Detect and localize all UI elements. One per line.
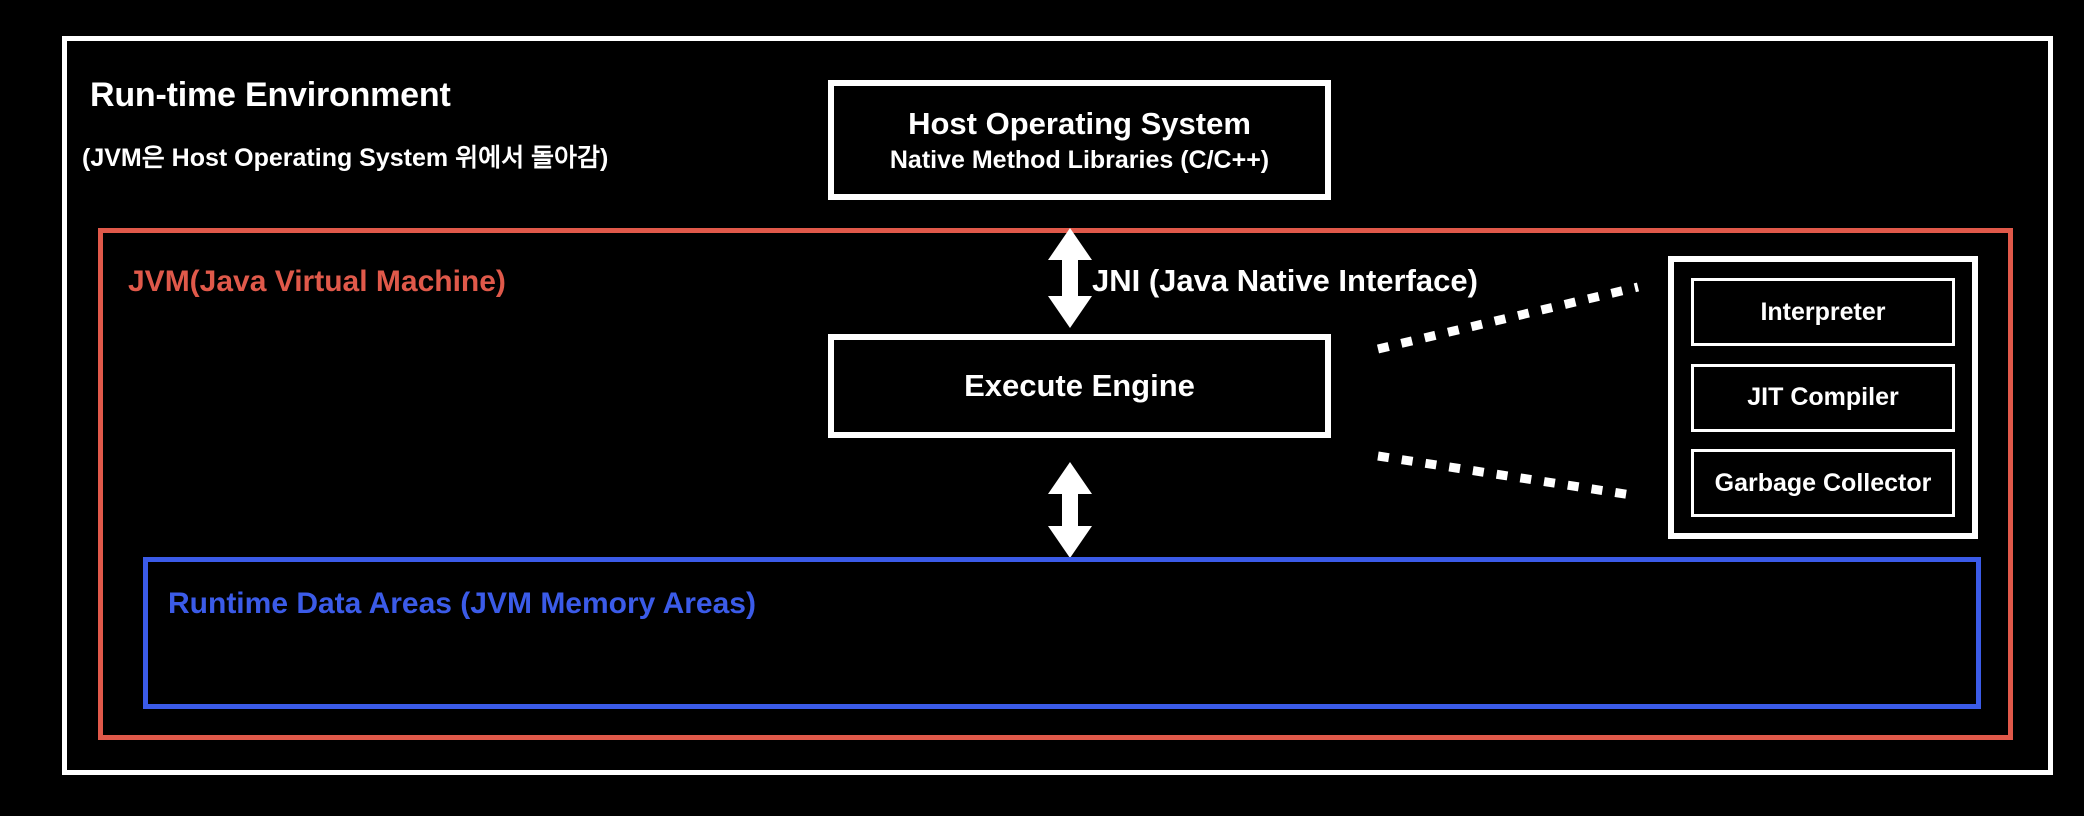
component-interpreter-label: Interpreter (1760, 297, 1886, 326)
host-operating-system-title: Host Operating System (908, 105, 1251, 141)
component-garbage-collector: Garbage Collector (1691, 449, 1955, 517)
component-jit-compiler-label: JIT Compiler (1747, 383, 1899, 411)
run-time-environment-frame (62, 36, 2053, 775)
jvm-title: JVM(Java Virtual Machine) (128, 265, 506, 298)
execute-engine-components-box: Interpreter JIT Compiler Garbage Collect… (1668, 256, 1978, 539)
component-garbage-collector-label: Garbage Collector (1714, 468, 1932, 497)
runtime-data-areas-label: Runtime Data Areas (JVM Memory Areas) (168, 587, 756, 620)
native-method-libraries-label: Native Method Libraries (C/C++) (889, 145, 1270, 174)
execute-engine-box: Execute Engine (828, 334, 1331, 438)
run-time-environment-title: Run-time Environment (90, 76, 451, 114)
host-operating-system-box: Host Operating System Native Method Libr… (828, 80, 1331, 200)
run-time-environment-subtitle: (JVM은 Host Operating System 위에서 돌아감) (82, 144, 609, 172)
execute-engine-label: Execute Engine (964, 368, 1195, 403)
component-jit-compiler: JIT Compiler (1691, 363, 1955, 432)
arrow-execute-engine-to-runtime-data (1048, 462, 1092, 558)
jni-label: JNI (Java Native Interface) (1092, 263, 1478, 298)
arrow-host-os-to-execute-engine (1048, 228, 1092, 328)
component-interpreter: Interpreter (1691, 278, 1955, 346)
jvm-container-box (98, 228, 2013, 740)
runtime-data-areas-box (143, 557, 1981, 709)
